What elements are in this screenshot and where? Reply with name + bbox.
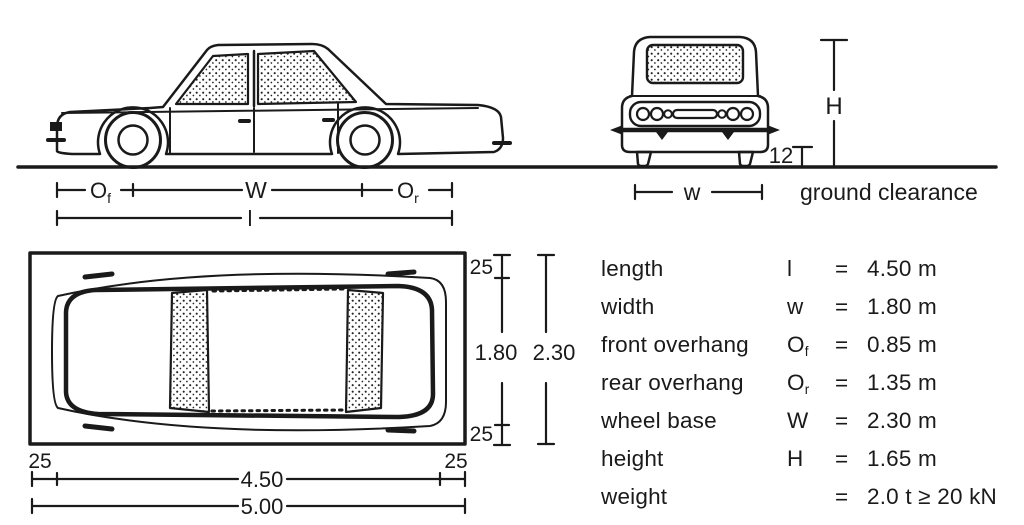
spec-value: 1.65 m [867, 446, 937, 471]
headlight [50, 122, 62, 131]
spec-value: 1.35 m [867, 370, 937, 395]
spec-value: 4.50 m [867, 256, 937, 281]
spec-value: 2.30 m [867, 408, 937, 433]
spec-symbol: l [787, 256, 793, 281]
front-wheel [104, 111, 162, 169]
spec-label: length [601, 256, 664, 281]
plan-roof-edge-top [211, 287, 346, 293]
side-front-window [174, 52, 250, 106]
spec-label: wheel base [601, 408, 717, 433]
spec-label: height [601, 446, 664, 471]
plan-windshield [168, 288, 211, 414]
plan-bottom-margin-label: 25 [470, 423, 493, 446]
length-dim-label: l [248, 206, 253, 231]
width-dim-label: w [683, 179, 701, 205]
spec-symbol: H [787, 446, 804, 471]
spec-value: 2.0 t ≥ 20 kN [867, 484, 998, 509]
side-view-dimensions: Of W Or l [55, 177, 454, 231]
headlight-right-outer [739, 106, 755, 122]
headlight-left-inner [649, 106, 665, 122]
spec-equals: = [835, 256, 849, 281]
car-front-view-drawing [610, 35, 780, 168]
headlight-left-outer [635, 106, 651, 122]
spec-equals: = [835, 408, 849, 433]
spec-table: length l = 4.50 m width w = 1.80 m front… [601, 253, 997, 512]
rear-door-handle [322, 118, 335, 122]
plan-top-margin-label: 25 [470, 256, 493, 279]
plan-body-width-label: 1.80 [475, 340, 518, 365]
wheelbase-dim-label: W [245, 177, 267, 203]
plan-body-thick [63, 283, 436, 420]
headlight-right-inner [725, 106, 741, 122]
spec-equals: = [835, 370, 849, 395]
ground-clearance-label: ground clearance [800, 179, 978, 205]
spec-label: weight [601, 484, 668, 509]
spec-label: width [601, 294, 655, 319]
car-plan-view-drawing [28, 251, 467, 446]
plan-rear-window [344, 288, 385, 414]
plan-overall-width-label: 2.30 [533, 340, 576, 365]
spec-value: 1.80 m [867, 294, 937, 319]
side-rear-window [256, 49, 358, 106]
front-door-handle [238, 119, 251, 123]
car-side-view-drawing [46, 42, 512, 169]
spec-label: front overhang [601, 332, 749, 357]
spec-equals: = [835, 446, 849, 471]
front-right-tire [737, 150, 755, 168]
spec-equals: = [835, 332, 849, 357]
plan-roof-edge-bottom [210, 408, 345, 413]
spec-symbol: w [787, 294, 804, 319]
height-dim-label: H [825, 93, 842, 120]
spec-equals: = [835, 294, 849, 319]
plan-outer-box [28, 251, 467, 446]
rear-overhang-dim-label: Or [397, 178, 419, 206]
plan-view-dimensions: 25 1.80 25 2.30 25 25 4.50 5.00 [28, 253, 576, 519]
spec-label: rear overhang [601, 370, 744, 395]
spec-symbol: Or [787, 370, 810, 397]
spec-symbol: W [787, 408, 809, 433]
spec-symbol [787, 481, 835, 512]
plan-body-outline [51, 272, 447, 432]
spec-equals: = [835, 484, 849, 509]
spec-symbol: Of [787, 332, 809, 359]
windshield [645, 43, 745, 85]
front-overhang-dim-label: Of [90, 178, 111, 206]
rear-wheel [336, 111, 394, 169]
spec-value: 0.85 m [867, 332, 937, 357]
ground-clearance-value: 12 [769, 143, 793, 168]
front-view-dimensions: H 12 w ground clearance [633, 38, 978, 205]
plan-body-length-label: 4.50 [241, 467, 284, 492]
grille [628, 100, 762, 128]
front-left-tire [635, 150, 653, 168]
grille-bar [671, 108, 719, 120]
plan-right-margin-label: 25 [444, 450, 467, 473]
plan-overall-length-label: 5.00 [241, 494, 284, 519]
plan-left-margin-label: 25 [28, 450, 51, 473]
